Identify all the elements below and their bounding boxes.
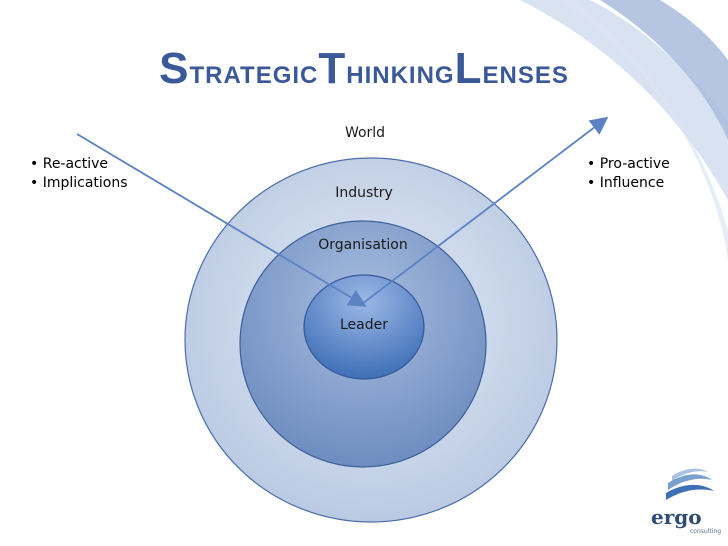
leader-label: Leader (339, 317, 388, 333)
logo-name: ergo (651, 505, 702, 529)
title-initial: L (454, 44, 483, 93)
leader-circle (303, 274, 425, 380)
left-bullet-list: Re-active Implications (30, 155, 128, 193)
title-initial: S (159, 44, 190, 93)
world-label: World (344, 125, 386, 141)
logo-tagline: consulting (690, 528, 721, 535)
right-bullet-list: Pro-active Influence (587, 155, 670, 193)
outbound-arrow (361, 116, 609, 305)
title-word: hinking (346, 53, 455, 91)
industry-label: Industry (335, 185, 393, 201)
bullet-item: Influence (587, 174, 670, 193)
title-word: trategic (189, 53, 319, 91)
bullet-item: Re-active (30, 155, 128, 174)
ergo-logo-mark (666, 468, 714, 500)
background-swoosh (520, 0, 728, 260)
organisation-label: Organisation (318, 237, 408, 253)
title-initial: T (318, 44, 347, 93)
title-word: enses (482, 53, 569, 91)
bullet-item: Implications (30, 174, 128, 193)
slide-title: StrategicThinkingLenses (0, 44, 728, 94)
bullet-item: Pro-active (587, 155, 670, 174)
